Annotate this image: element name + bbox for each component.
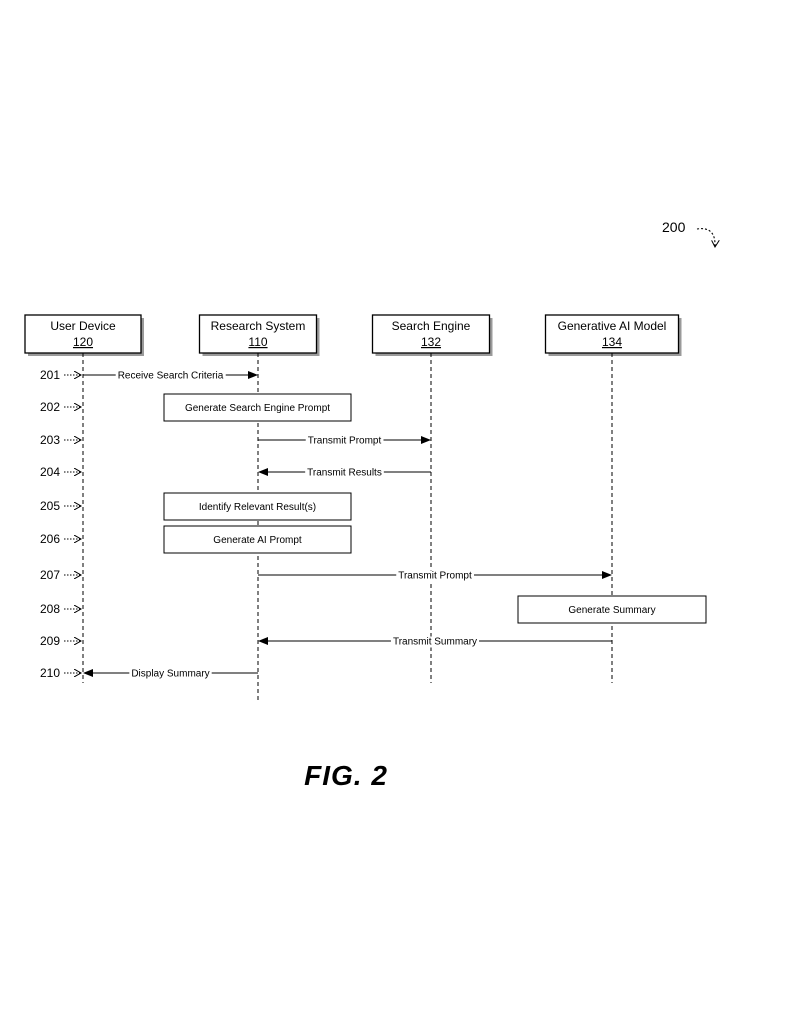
step-203: 203 Transmit Prompt xyxy=(40,433,431,447)
process-label: Generate AI Prompt xyxy=(213,535,302,546)
process-box xyxy=(163,492,352,521)
step-208: 208 Generate Summary xyxy=(40,595,707,624)
message-label: Receive Search Criteria xyxy=(118,371,224,382)
message-label: Transmit Summary xyxy=(393,637,477,648)
step-206: 206 Generate AI Prompt xyxy=(40,525,352,554)
process-box xyxy=(163,525,352,554)
participant-ref: 132 xyxy=(421,335,441,349)
step-ref-number: 208 xyxy=(40,602,60,616)
message-label: Transmit Prompt xyxy=(398,571,472,582)
step-209: 209 Transmit Summary xyxy=(40,634,612,648)
participant-name: Search Engine xyxy=(392,319,471,333)
participant-name: User Device xyxy=(50,319,116,333)
process-box xyxy=(163,393,352,422)
step-207: 207 Transmit Prompt xyxy=(40,568,612,582)
step-ref-number: 207 xyxy=(40,568,60,582)
figure-label: FIG. 2 xyxy=(304,760,388,791)
step-ref-number: 202 xyxy=(40,400,60,414)
message-label-background xyxy=(129,668,212,680)
participant-box xyxy=(544,314,680,354)
step-204: 204 Transmit Results xyxy=(40,465,431,479)
step-205: 205 Identify Relevant Result(s) xyxy=(40,492,352,521)
participant-name: Generative AI Model xyxy=(558,319,667,333)
figure-reference-arrow xyxy=(696,228,715,247)
step-ref-number: 210 xyxy=(40,666,60,680)
participant-research-system: Research System 110 xyxy=(198,314,320,356)
step-210: 210 Display Summary xyxy=(40,666,258,680)
message-label-background xyxy=(390,636,480,648)
participant-user-device: User Device 120 xyxy=(24,314,144,356)
step-ref-number: 204 xyxy=(40,465,60,479)
process-label: Generate Search Engine Prompt xyxy=(185,403,330,414)
participant-name: Research System xyxy=(211,319,306,333)
process-label: Identify Relevant Result(s) xyxy=(199,502,316,513)
message-label-background xyxy=(305,467,384,479)
message-label-background xyxy=(115,370,226,382)
participant-search-engine: Search Engine 132 xyxy=(371,314,493,356)
participant-ref: 110 xyxy=(248,335,267,349)
step-ref-number: 209 xyxy=(40,634,60,648)
participant-ref: 134 xyxy=(602,335,622,349)
participant-ref: 120 xyxy=(73,335,93,349)
participant-box xyxy=(24,314,142,354)
figure-reference-number: 200 xyxy=(662,219,686,235)
step-202: 202 Generate Search Engine Prompt xyxy=(40,393,352,422)
message-label: Transmit Prompt xyxy=(308,436,382,447)
message-label: Transmit Results xyxy=(307,468,382,479)
message-label-background xyxy=(396,570,474,582)
step-201: 201 Receive Search Criteria xyxy=(40,368,258,382)
process-label: Generate Summary xyxy=(568,605,655,616)
step-ref-number: 203 xyxy=(40,433,60,447)
participant-generative-ai-model: Generative AI Model 134 xyxy=(544,314,682,356)
message-label: Display Summary xyxy=(131,669,209,680)
step-ref-number: 201 xyxy=(40,368,60,382)
process-box xyxy=(517,595,707,624)
step-ref-number: 206 xyxy=(40,532,60,546)
message-label-background xyxy=(305,435,384,447)
participant-box xyxy=(198,314,318,354)
step-ref-number: 205 xyxy=(40,499,60,513)
